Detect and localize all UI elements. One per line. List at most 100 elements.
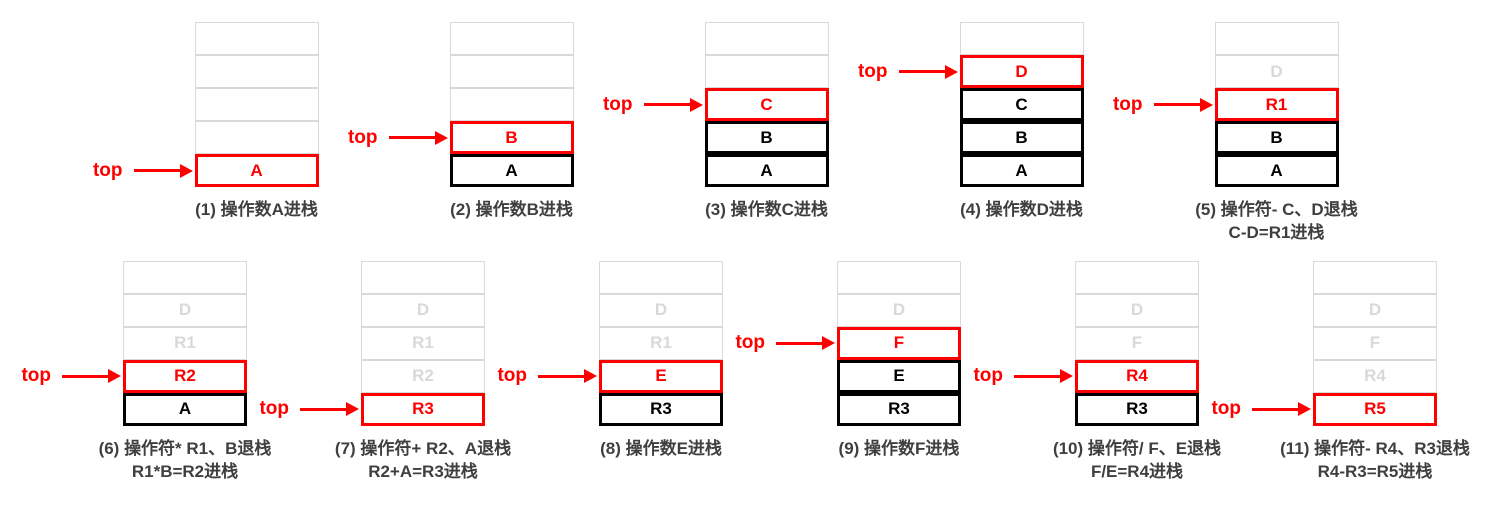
stack-cell-D: D bbox=[1075, 293, 1199, 327]
caption-line: (6) 操作符* R1、B退栈 bbox=[98, 438, 272, 458]
stack-cell-empty bbox=[449, 55, 574, 88]
stack-cell-D: D bbox=[959, 55, 1084, 88]
arrow-head bbox=[179, 163, 193, 178]
caption-line: (4) 操作数D进栈 bbox=[960, 200, 1083, 219]
top-pointer: top bbox=[21, 365, 121, 387]
stack-cell-C: C bbox=[704, 88, 829, 121]
stack-cell-B: B bbox=[959, 121, 1084, 154]
arrow-head bbox=[108, 369, 121, 384]
arrow-right-icon bbox=[1153, 97, 1213, 112]
arrow-head bbox=[1199, 97, 1213, 112]
stack-cell-R1: R1 bbox=[361, 326, 485, 360]
caption-line: R4-R3=R5进栈 bbox=[1317, 461, 1433, 481]
top-pointer: top bbox=[259, 398, 359, 420]
caption-line: (9) 操作数F进栈 bbox=[838, 438, 960, 458]
panel-caption: (2) 操作数B进栈 bbox=[450, 199, 573, 222]
stack-cell-empty bbox=[123, 260, 247, 294]
top-pointer-label: top bbox=[497, 365, 527, 387]
top-pointer-label: top bbox=[21, 365, 51, 387]
stack-cell-empty bbox=[1313, 260, 1437, 294]
arrow-head bbox=[944, 64, 958, 79]
stack-1: A bbox=[194, 22, 319, 187]
stack-cell-empty bbox=[194, 55, 319, 88]
stack-cell-E: E bbox=[599, 359, 723, 393]
stack-cell-C: C bbox=[959, 88, 1084, 121]
stack-cell-R2: R2 bbox=[361, 359, 485, 393]
stack-cell-D: D bbox=[1313, 293, 1437, 327]
stack-cell-empty bbox=[1075, 260, 1199, 294]
arrow-head bbox=[1060, 369, 1073, 384]
stack-cell-A: A bbox=[1214, 154, 1339, 187]
caption-line: (5) 操作符- C、D退栈 bbox=[1195, 200, 1358, 219]
arrow-line bbox=[1014, 374, 1060, 378]
stack-cell-R4: R4 bbox=[1075, 359, 1199, 393]
arrow-right-icon bbox=[133, 163, 193, 178]
top-pointer-label: top bbox=[347, 126, 378, 148]
arrow-line bbox=[1153, 103, 1200, 106]
stack-cell-F: F bbox=[837, 326, 961, 360]
arrow-line bbox=[133, 169, 180, 172]
top-pointer: top bbox=[348, 127, 448, 149]
caption-line: R2+A=R3进栈 bbox=[368, 461, 478, 481]
arrow-line bbox=[62, 374, 108, 378]
arrow-right-icon bbox=[643, 97, 703, 112]
arrow-head bbox=[584, 369, 597, 384]
arrow-line bbox=[388, 136, 435, 139]
stack-cell-E: E bbox=[837, 359, 961, 393]
stack-cell-R1: R1 bbox=[123, 326, 247, 360]
top-pointer-label: top bbox=[92, 159, 123, 181]
stack-cell-A: A bbox=[704, 154, 829, 187]
arrow-line bbox=[898, 70, 945, 73]
stack-cell-empty bbox=[449, 22, 574, 55]
stack-cell-R2: R2 bbox=[123, 359, 247, 393]
arrow-head bbox=[822, 336, 835, 351]
top-pointer: top bbox=[497, 365, 597, 387]
stack-cell-A: A bbox=[959, 154, 1084, 187]
arrow-line bbox=[1252, 407, 1298, 411]
top-pointer: top bbox=[735, 332, 835, 354]
stack-cell-empty bbox=[361, 260, 485, 294]
stack-cell-B: B bbox=[1214, 121, 1339, 154]
arrow-right-icon bbox=[300, 402, 359, 417]
arrow-right-icon bbox=[62, 369, 121, 384]
stack-cell-R3: R3 bbox=[1075, 392, 1199, 426]
stack-cell-R1: R1 bbox=[1214, 88, 1339, 121]
arrow-right-icon bbox=[538, 369, 597, 384]
stack-cell-R5: R5 bbox=[1313, 392, 1437, 426]
caption-line: (10) 操作符/ F、E退栈 bbox=[1052, 438, 1222, 458]
arrow-right-icon bbox=[898, 64, 958, 79]
caption-line: (7) 操作符+ R2、A退栈 bbox=[334, 438, 512, 458]
top-pointer: top bbox=[93, 160, 193, 182]
top-pointer-label: top bbox=[602, 93, 633, 115]
top-pointer-label: top bbox=[1112, 93, 1143, 115]
panel-caption: (8) 操作数E进栈 bbox=[600, 438, 722, 461]
stack-cell-R3: R3 bbox=[837, 392, 961, 426]
panel-caption: (7) 操作符+ R2、A退栈 R2+A=R3进栈 bbox=[335, 438, 511, 484]
arrow-line bbox=[538, 374, 584, 378]
stack-cell-D: D bbox=[361, 293, 485, 327]
stack-cell-empty bbox=[194, 88, 319, 121]
top-pointer-label: top bbox=[1211, 398, 1241, 420]
